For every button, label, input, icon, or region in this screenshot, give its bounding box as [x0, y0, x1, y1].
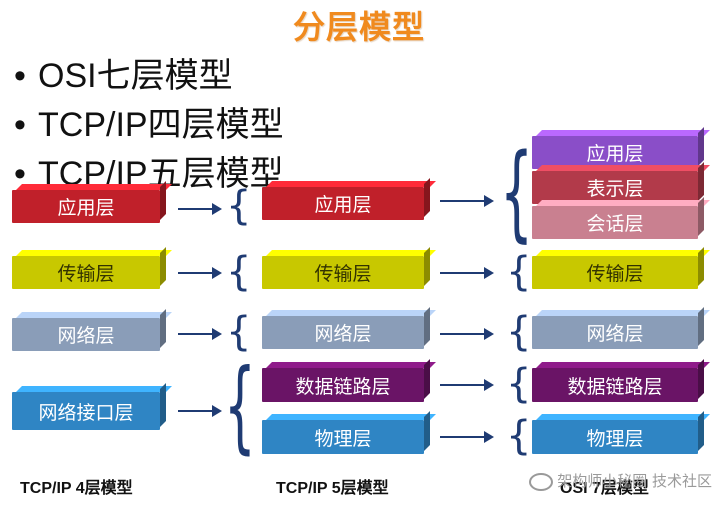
osi-data-link-layer: 数据链路层 [532, 368, 698, 402]
arrow-network-4to5 [178, 328, 222, 340]
arrow-application-5to7 [440, 195, 494, 207]
bullet-osi-seven: •OSI七层模型 [14, 57, 233, 95]
brace-network-4to5: { [226, 309, 252, 355]
arrow-transport-4to5 [178, 267, 222, 279]
tcp5-transport-layer: 传输层 [262, 256, 424, 289]
brace-application-4to5: { [226, 183, 252, 229]
chat-bubble-icon [529, 472, 554, 491]
arrow-datalink-5to7 [440, 379, 494, 391]
brace-datalink-5to7: { [506, 361, 532, 407]
tcp5-physical-layer: 物理层 [262, 420, 424, 454]
tcp4-application-layer: 应用层 [12, 190, 160, 223]
bullet-tcpip-four: •TCP/IP四层模型 [14, 106, 284, 144]
brace-network-5to7: { [506, 309, 532, 355]
arrow-physical-5to7 [440, 431, 494, 443]
osi-physical-layer: 物理层 [532, 420, 698, 454]
brace-transport-5to7: { [506, 249, 532, 295]
osi-transport-layer: 传输层 [532, 256, 698, 289]
tcp5-network-layer: 网络层 [262, 316, 424, 349]
watermark: 架构师小秘圈 技术社区 [529, 470, 712, 491]
brace-transport-4to5: { [226, 249, 252, 295]
caption-osi7: OSI 7层模型 [560, 480, 649, 497]
brace-physical-5to7: { [506, 413, 532, 459]
osi-application-layer: 应用层 [532, 136, 698, 169]
caption-tcp5: TCP/IP 5层模型 [276, 480, 389, 497]
slide-title: 分层模型 [292, 8, 425, 46]
arrow-network-5to7 [440, 328, 494, 340]
tcp4-network-layer: 网络层 [12, 318, 160, 351]
brace-interface-4to5: { [224, 347, 256, 464]
arrow-interface-4to5 [178, 405, 222, 417]
tcp5-application-layer: 应用层 [262, 187, 424, 220]
osi-presentation-layer: 表示层 [532, 171, 698, 204]
arrow-transport-5to7 [440, 267, 494, 279]
arrow-application-4to5 [178, 203, 222, 215]
osi-session-layer: 会话层 [532, 206, 698, 239]
caption-tcp4: TCP/IP 4层模型 [20, 480, 133, 497]
tcp5-data-link-layer: 数据链路层 [262, 368, 424, 402]
osi-network-layer: 网络层 [532, 316, 698, 349]
tcp4-transport-layer: 传输层 [12, 256, 160, 289]
tcp4-network-interface-layer: 网络接口层 [12, 392, 160, 430]
brace-application-5to7: { [500, 131, 534, 253]
